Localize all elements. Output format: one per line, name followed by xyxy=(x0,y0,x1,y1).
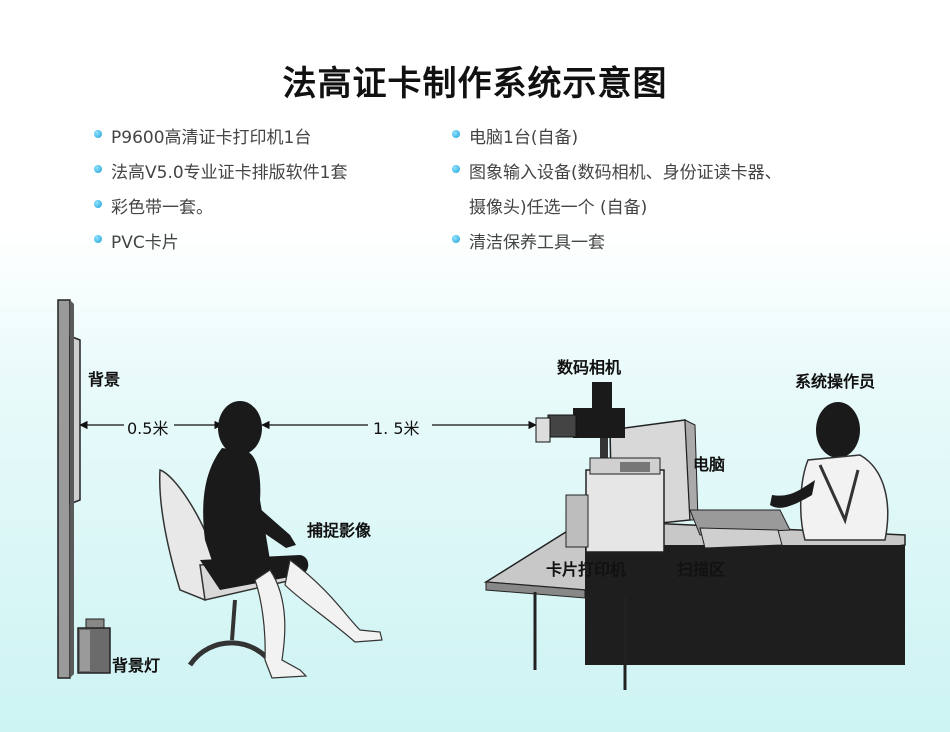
label-digital-camera: 数码相机 xyxy=(557,358,622,377)
list-item-text: 清洁保养工具一套 xyxy=(469,233,605,253)
label-operator: 系统操作员 xyxy=(795,372,876,391)
bullet-icon xyxy=(94,235,102,243)
background-light-icon xyxy=(77,618,111,674)
page-title: 法高证卡制作系统示意图 xyxy=(282,64,668,104)
label-computer: 电脑 xyxy=(693,455,726,474)
list-item-text: P9600高清证卡打印机1台 xyxy=(111,128,312,148)
list-item-text: 法高V5.0专业证卡排版软件1套 xyxy=(111,163,348,183)
label-capture-image: 捕捉影像 xyxy=(307,521,372,540)
operator-silhouette xyxy=(770,402,889,541)
list-item-text: 彩色带一套。 xyxy=(111,198,213,218)
list-item-text: 摄像头)任选一个 (自备) xyxy=(469,198,648,218)
backdrop-panel xyxy=(57,299,81,679)
card-printer xyxy=(565,457,665,553)
label-card-printer: 卡片打印机 xyxy=(546,560,627,579)
desk xyxy=(483,519,906,690)
bullet-icon xyxy=(452,235,460,243)
list-item-text: PVC卡片 xyxy=(111,233,179,253)
bullet-icon xyxy=(452,165,460,173)
list-item-text: 图象输入设备(数码相机、身份证读卡器、 xyxy=(469,163,782,183)
label-background-light: 背景灯 xyxy=(112,656,161,675)
label-scan-area: 扫描区 xyxy=(677,560,726,579)
list-item-text: 电脑1台(自备) xyxy=(469,128,579,148)
label-distance-right: 1. 5米 xyxy=(373,419,420,438)
digital-camera-icon xyxy=(535,382,625,466)
bullet-icon xyxy=(452,130,460,138)
person-silhouette xyxy=(200,401,383,679)
bullet-icon xyxy=(94,165,102,173)
bullet-icon xyxy=(94,130,102,138)
label-distance-left: 0.5米 xyxy=(127,419,169,438)
bullet-icon xyxy=(94,200,102,208)
label-background: 背景 xyxy=(88,370,121,389)
